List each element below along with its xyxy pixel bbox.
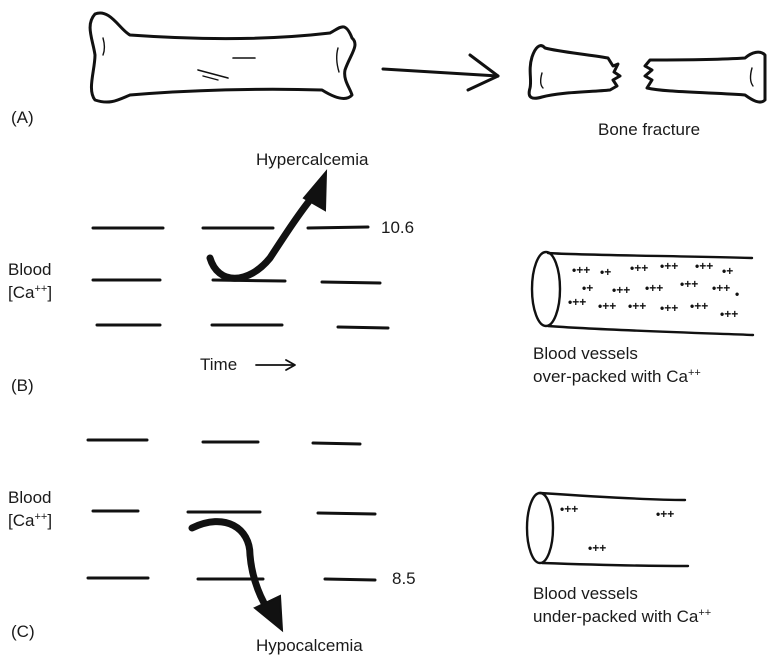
calcium-label-b: [Ca++] [8,283,52,303]
svg-text:•++: •++ [690,299,708,313]
svg-text:•+: •+ [600,265,611,279]
svg-text:•++: •++ [598,299,616,313]
svg-text:•++: •++ [588,541,606,555]
lower-threshold-value: 8.5 [392,569,416,589]
blood-label-b: Blood [8,260,51,280]
svg-text:•+: •+ [722,264,733,278]
svg-text:•++: •++ [720,307,738,321]
time-arrow [256,360,295,370]
upper-threshold-value: 10.6 [381,218,414,238]
svg-text:•++: •++ [630,261,648,275]
svg-text:•++: •++ [572,263,590,277]
svg-text:•++: •++ [660,259,678,273]
svg-text:•++: •++ [695,259,713,273]
over-packed-label-line2: over-packed with Ca++ [533,367,701,387]
svg-text:•++: •++ [660,301,678,315]
hypocalcemia-title: Hypocalcemia [256,636,363,656]
hypercalcemia-title: Hypercalcemia [256,150,368,170]
falling-calcium-arrow [192,522,282,630]
svg-text:•++: •++ [645,281,663,295]
under-packed-label-line2: under-packed with Ca++ [533,607,711,627]
hypo-level-lines [88,440,375,580]
under-packed-label-line1: Blood vessels [533,584,638,604]
time-label: Time [200,355,237,375]
svg-text:•++: •++ [656,507,674,521]
calcium-label-c: [Ca++] [8,511,52,531]
svg-text:•++: •++ [560,502,578,516]
panel-c-tag: (C) [11,622,35,642]
svg-text:•++: •++ [680,277,698,291]
fractured-bone-drawing [529,46,765,102]
right-arrow [383,55,498,90]
over-packed-vessel: •++ •+ •++ •++ •++ •+ •+ •++ •++ •++ •++… [532,252,753,335]
svg-text:•: • [735,287,739,301]
svg-text:•++: •++ [612,283,630,297]
panel-b-tag: (B) [11,376,34,396]
blood-label-c: Blood [8,488,51,508]
bone-fracture-label: Bone fracture [598,120,700,140]
svg-text:•++: •++ [628,299,646,313]
intact-bone-drawing [90,13,355,102]
over-packed-label-line1: Blood vessels [533,344,638,364]
svg-text:•++: •++ [712,281,730,295]
rising-calcium-arrow [210,172,326,278]
under-packed-vessel: •++ •++ •++ [527,493,688,566]
svg-text:•++: •++ [568,295,586,309]
svg-text:•+: •+ [582,281,593,295]
panel-a-tag: (A) [11,108,34,128]
